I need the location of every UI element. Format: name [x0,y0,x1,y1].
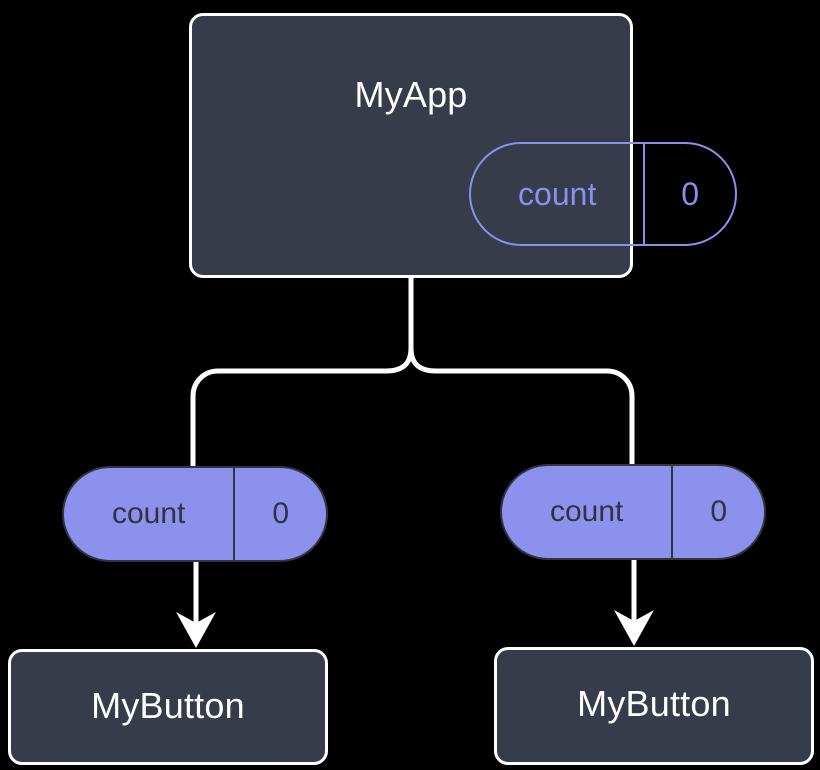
state-key-label: count [518,175,597,212]
state-pill-myapp-count[interactable]: count 0 [469,142,737,246]
state-key-label: count [112,497,186,530]
widget-title-mybutton: MyButton [577,683,731,724]
widget-node-myapp[interactable]: MyApp count 0 [189,13,737,278]
state-propagation-fork-right [408,347,635,466]
arrow-head-left [176,612,216,648]
widget-title-myapp: MyApp [354,74,468,115]
state-propagation-fork [190,277,414,468]
state-value-label: 0 [233,468,326,560]
state-pill-child-right-count[interactable]: count 0 [500,464,766,560]
arrow-head-right [614,610,654,646]
widget-title-mybutton: MyButton [91,685,245,726]
widget-node-mybutton-left[interactable]: MyButton [8,649,328,765]
widget-node-mybutton-right[interactable]: MyButton [494,647,814,765]
state-pill-child-left-count[interactable]: count 0 [62,466,328,562]
state-key-label: count [550,495,624,528]
state-value-label: 0 [671,466,764,558]
state-value-label: 0 [643,144,735,244]
